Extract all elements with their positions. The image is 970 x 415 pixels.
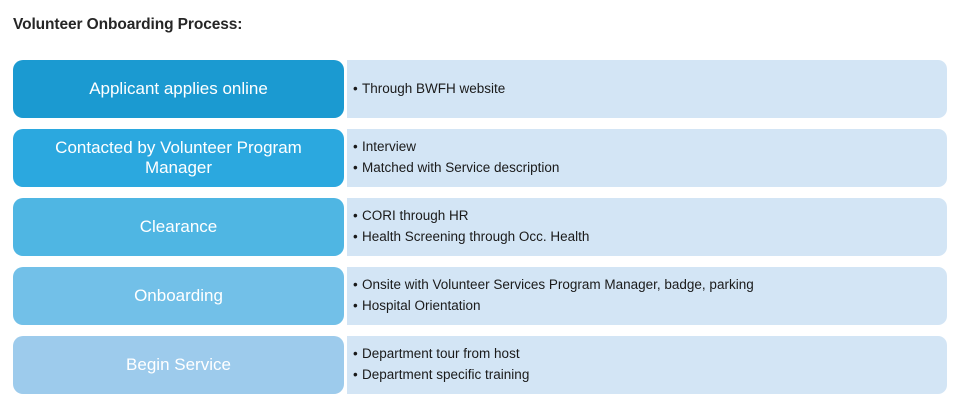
detail-bullet-item: •Hospital Orientation bbox=[353, 296, 937, 317]
bullet-point-icon: • bbox=[353, 208, 358, 223]
detail-bullet-text: Interview bbox=[362, 139, 417, 154]
detail-bullet-item: • Interview bbox=[353, 137, 937, 158]
detail-bullet-item: • Onsite with Volunteer Services Program … bbox=[353, 275, 937, 296]
bullet-point-icon: • bbox=[353, 346, 358, 361]
process-stage-label: Contacted by Volunteer Program Manager bbox=[55, 137, 302, 177]
process-stage-box[interactable]: Onboarding bbox=[13, 267, 344, 325]
detail-bullet-item: •Matched with Service description bbox=[353, 158, 937, 179]
detail-bullet-item: •Department specific training bbox=[353, 365, 937, 386]
bullet-point-icon: • bbox=[353, 228, 358, 244]
detail-bullet-text: CORI through HR bbox=[362, 208, 469, 223]
detail-bullet-item: •Through BWFH website bbox=[353, 79, 937, 100]
detail-bullet-text: Matched with Service description bbox=[362, 159, 560, 175]
detail-bullet-text: Onsite with Volunteer Services Program M… bbox=[362, 277, 754, 292]
detail-bullet-text: Health Screening through Occ. Health bbox=[362, 228, 590, 244]
process-stage-box[interactable]: Clearance bbox=[13, 198, 344, 256]
process-step-row: Contacted by Volunteer Program Manager • I… bbox=[0, 129, 970, 187]
detail-bullet-item: •Health Screening through Occ. Health bbox=[353, 227, 937, 248]
process-step-row: Onboarding • Onsite with Volunteer Service… bbox=[0, 267, 970, 325]
process-detail-panel: • Onsite with Volunteer Services Program … bbox=[347, 267, 947, 325]
bullet-point-icon: • bbox=[353, 366, 358, 382]
bullet-point-icon: • bbox=[353, 277, 358, 292]
process-step-row: Applicant applies online •Through BWFH we… bbox=[0, 60, 970, 118]
process-stage-box[interactable]: Contacted by Volunteer Program Manager bbox=[13, 129, 344, 187]
detail-bullet-item: • Department tour from host bbox=[353, 344, 937, 365]
process-detail-panel: •CORI through HR•Health Screening throug… bbox=[347, 198, 947, 256]
page-title: Volunteer Onboarding Process: bbox=[13, 16, 243, 33]
process-step-row: Clearance•CORI through HR•Health Screeni… bbox=[0, 198, 970, 256]
detail-bullet-text: Through BWFH website bbox=[362, 80, 506, 96]
process-detail-panel: •Interview•Matched with Service descript… bbox=[347, 129, 947, 187]
process-stage-label: Onboarding bbox=[134, 285, 223, 305]
bullet-point-icon: • bbox=[353, 139, 358, 154]
bullet-point-icon: • bbox=[353, 297, 358, 313]
process-detail-panel: •Through BWFH website bbox=[347, 60, 947, 118]
detail-bullet-text: Department specific training bbox=[362, 366, 530, 382]
process-stage-label: Applicant applies online bbox=[89, 78, 268, 98]
process-stage-box[interactable]: Applicant applies online bbox=[13, 60, 344, 118]
bullet-point-icon: • bbox=[353, 80, 358, 96]
bullet-point-icon: • bbox=[353, 159, 358, 175]
process-stage-box[interactable]: Begin Service bbox=[13, 336, 344, 394]
process-stage-label: Begin Service bbox=[126, 354, 231, 374]
detail-bullet-item: • CORI through HR bbox=[353, 206, 937, 227]
detail-bullet-text: Hospital Orientation bbox=[362, 297, 481, 313]
process-step-row: Begin Service•Department tour from host•… bbox=[0, 336, 970, 394]
process-flow-diagram: Applicant applies online•Through BWFH we… bbox=[0, 60, 970, 405]
process-detail-panel: •Department tour from host•Department sp… bbox=[347, 336, 947, 394]
process-stage-label: Clearance bbox=[139, 216, 218, 236]
detail-bullet-text: Department tour from host bbox=[362, 346, 520, 361]
